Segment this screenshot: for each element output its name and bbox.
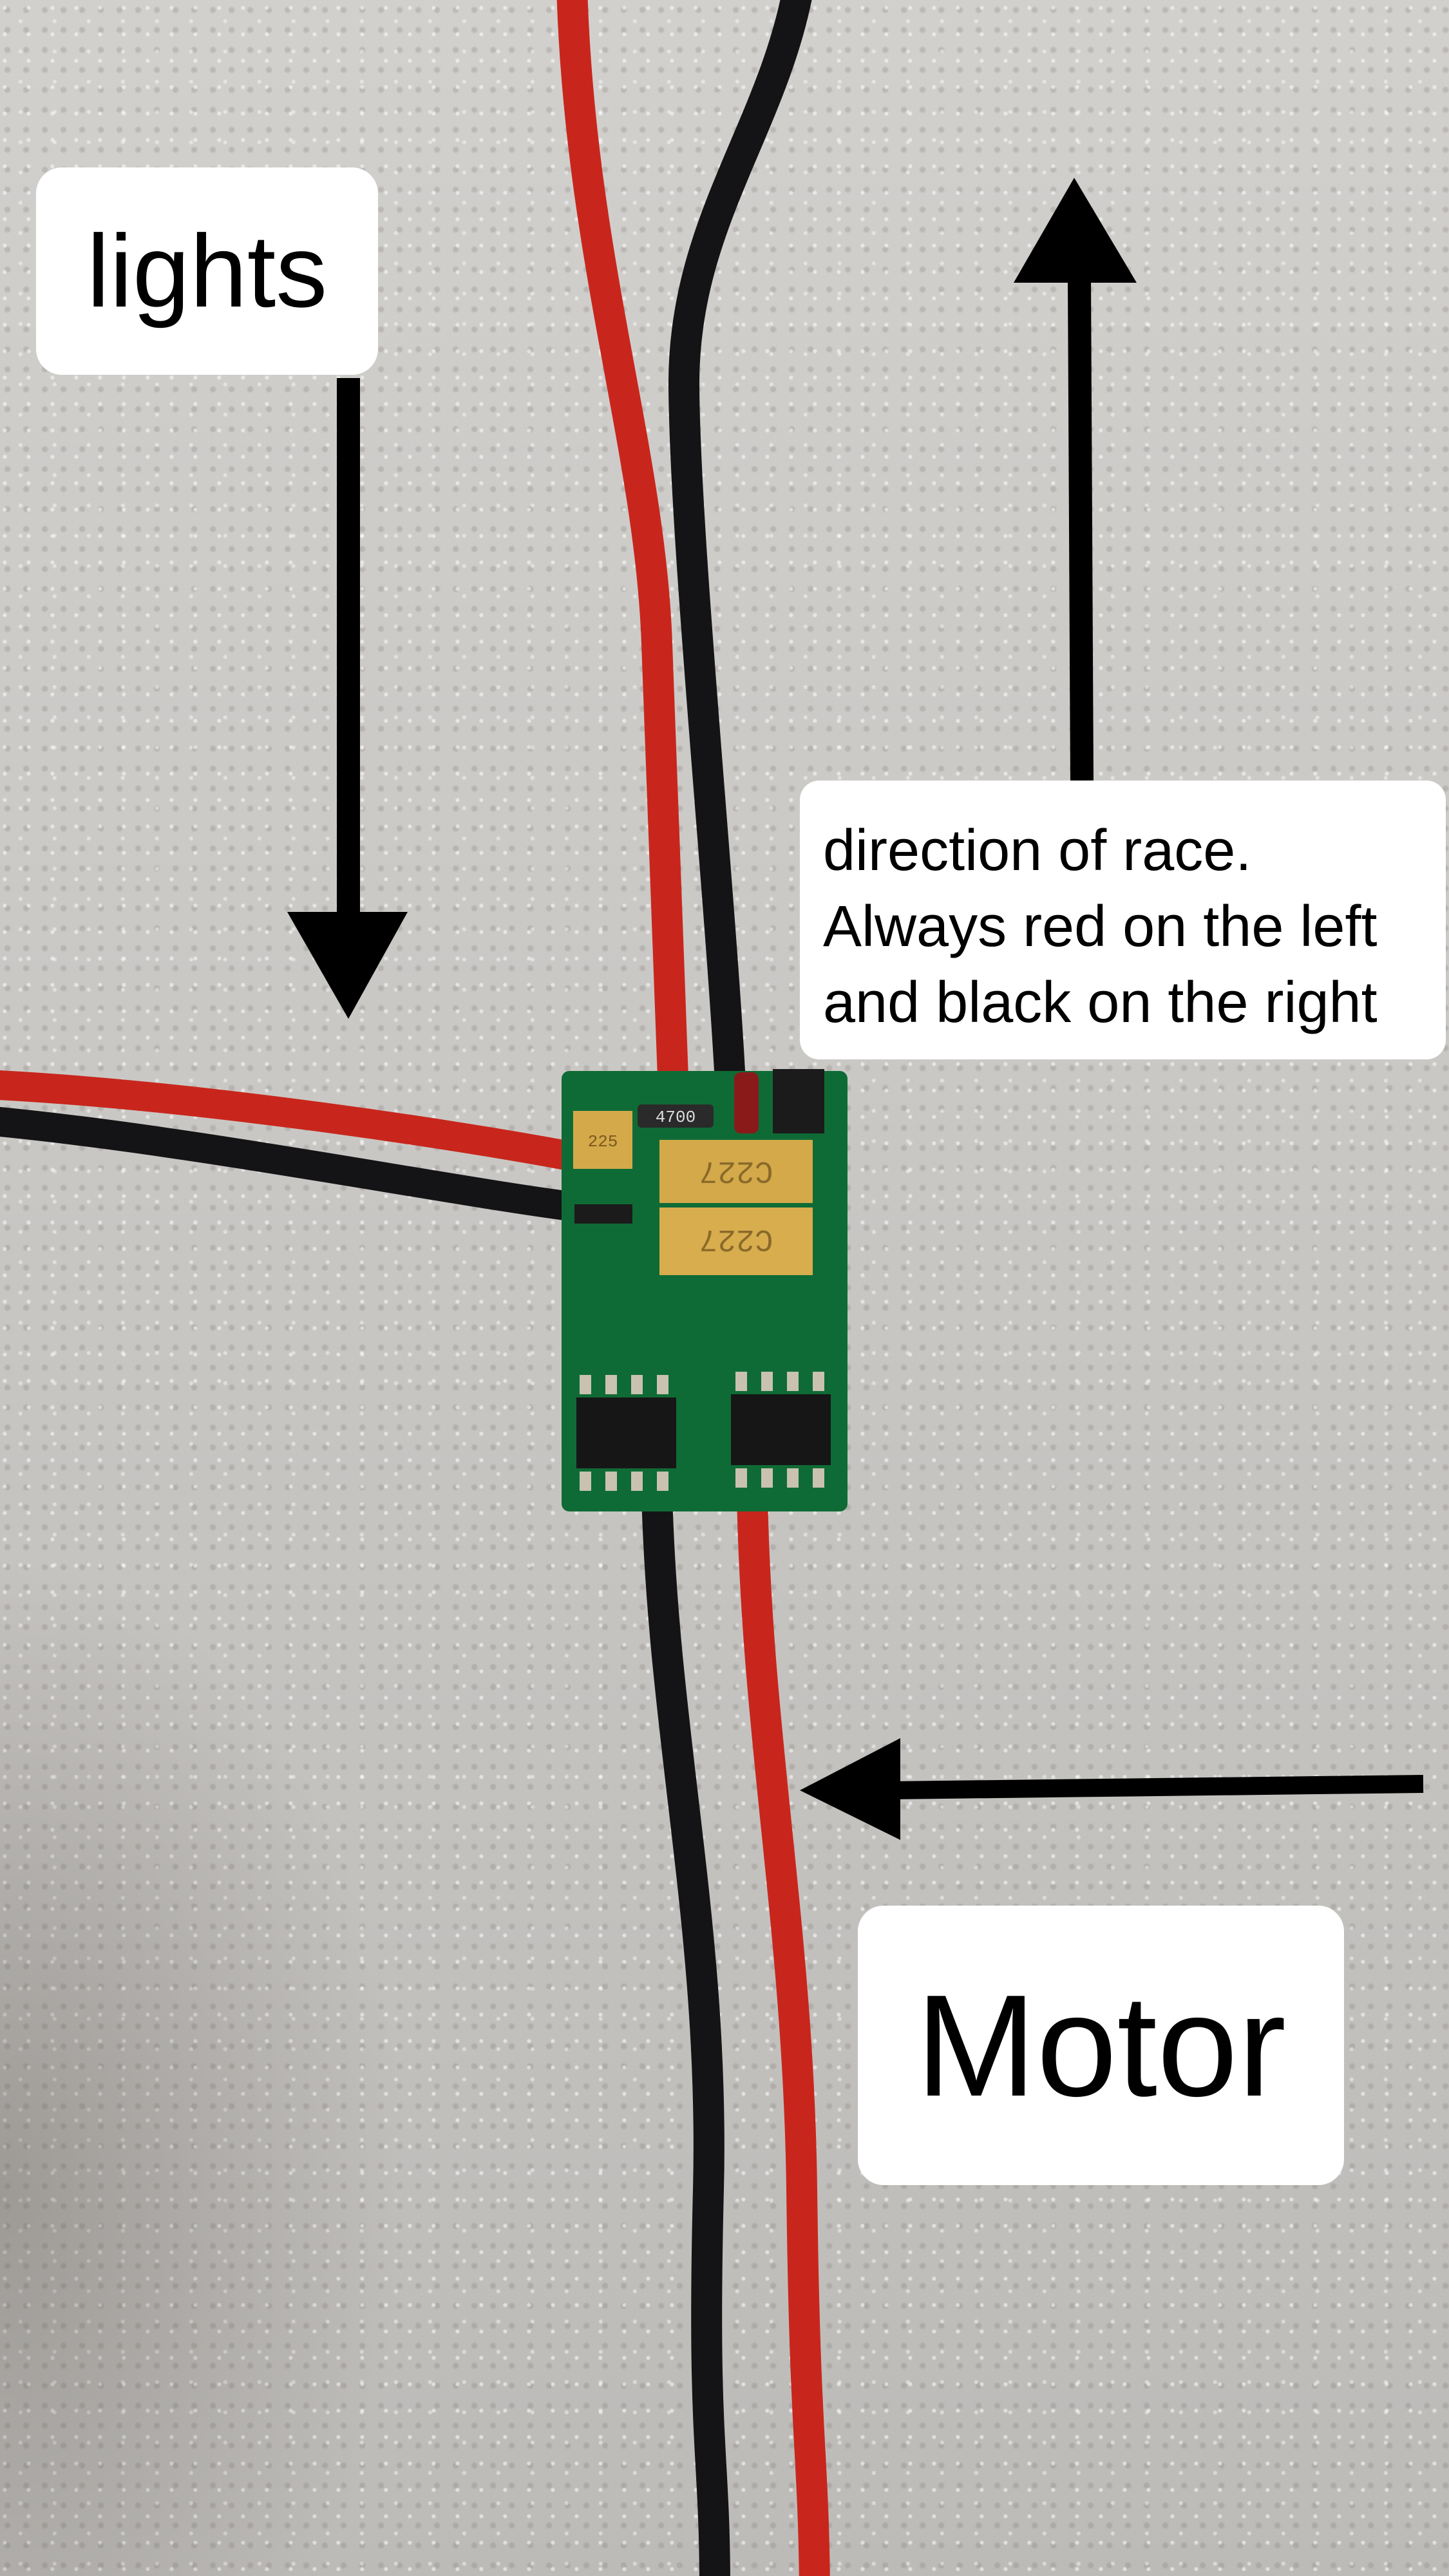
- lights-arrow-down: [287, 378, 408, 1019]
- capacitor-marking-2: C227: [699, 1221, 773, 1256]
- diode: [734, 1072, 759, 1133]
- small-capacitor-marking: 225: [588, 1132, 618, 1151]
- tantalum-capacitor-1: [659, 1140, 813, 1203]
- red-wire-left: [0, 1070, 594, 1173]
- driver-chip-left: [576, 1397, 676, 1468]
- black-wire-top: [668, 0, 812, 1110]
- race-direction-arrow-up: [1014, 178, 1137, 781]
- mosfet-small: [773, 1069, 824, 1133]
- esc-pcb: 225 4700 C227 C227: [562, 1069, 848, 1511]
- resistor-marking: 4700: [656, 1108, 696, 1127]
- direction-note-line-1: direction of race.: [823, 819, 1252, 883]
- red-wire-top: [556, 0, 689, 1110]
- black-wire-left: [0, 1106, 594, 1222]
- small-capacitor: [573, 1111, 632, 1169]
- motor-label-text: Motor: [915, 1964, 1287, 2126]
- resistor: [638, 1104, 714, 1128]
- transistor: [574, 1204, 632, 1224]
- motor-arrow-left: [800, 1738, 1424, 1840]
- tantalum-capacitor-2: [659, 1208, 813, 1275]
- direction-note-line-3: and black on the right: [823, 971, 1378, 1035]
- capacitor-marking-1: C227: [699, 1153, 773, 1188]
- race-direction-note: direction of race. Always red on the lef…: [800, 781, 1446, 1059]
- black-wire-bottom: [641, 1479, 730, 2576]
- lights-label-text: lights: [86, 213, 328, 328]
- direction-note-line-2: Always red on the left: [823, 895, 1378, 959]
- red-wire-bottom: [737, 1479, 830, 2576]
- lights-label: lights: [36, 167, 378, 375]
- motor-label: Motor: [858, 1906, 1344, 2185]
- driver-chip-right: [731, 1394, 831, 1465]
